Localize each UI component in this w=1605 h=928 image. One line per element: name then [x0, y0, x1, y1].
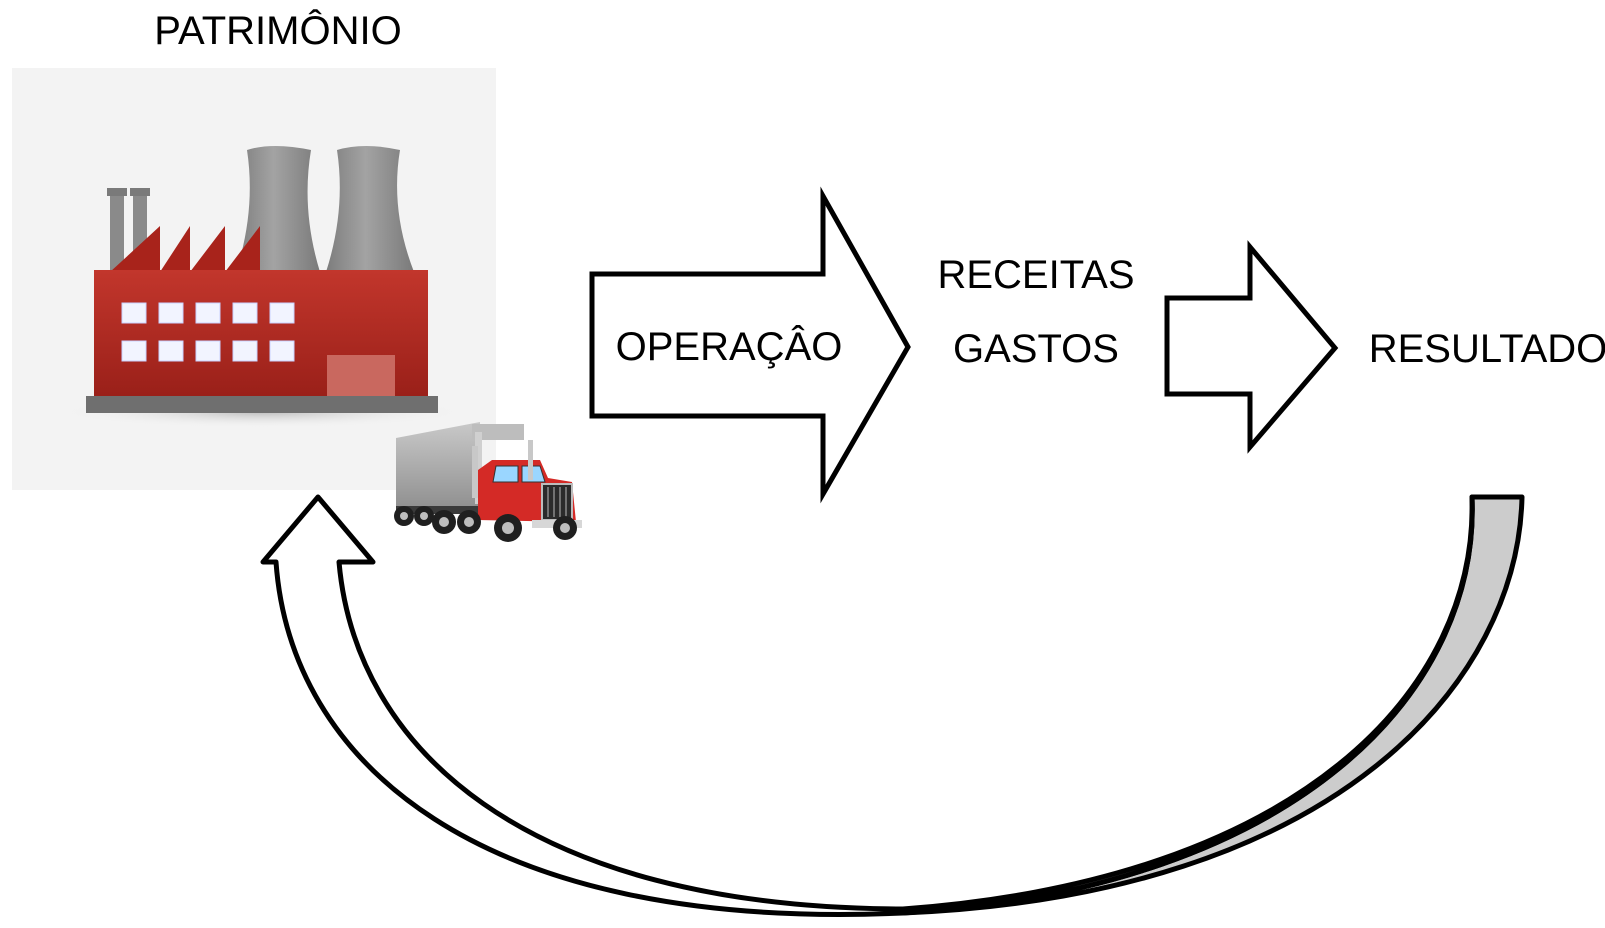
factory-icon	[12, 68, 496, 490]
receitas-label: RECEITAS	[937, 253, 1134, 297]
truck-icon	[394, 422, 582, 542]
return-curved-arrow	[260, 494, 1525, 917]
resultado-label: RESULTADO	[1369, 327, 1605, 371]
resultado-arrow	[1164, 240, 1339, 454]
patrimonio-label: PATRIMÔNIO	[154, 8, 401, 53]
operacao-arrow	[589, 186, 911, 504]
operacao-label: OPERAÇÂO	[616, 324, 843, 369]
gastos-label: GASTOS	[953, 327, 1119, 371]
